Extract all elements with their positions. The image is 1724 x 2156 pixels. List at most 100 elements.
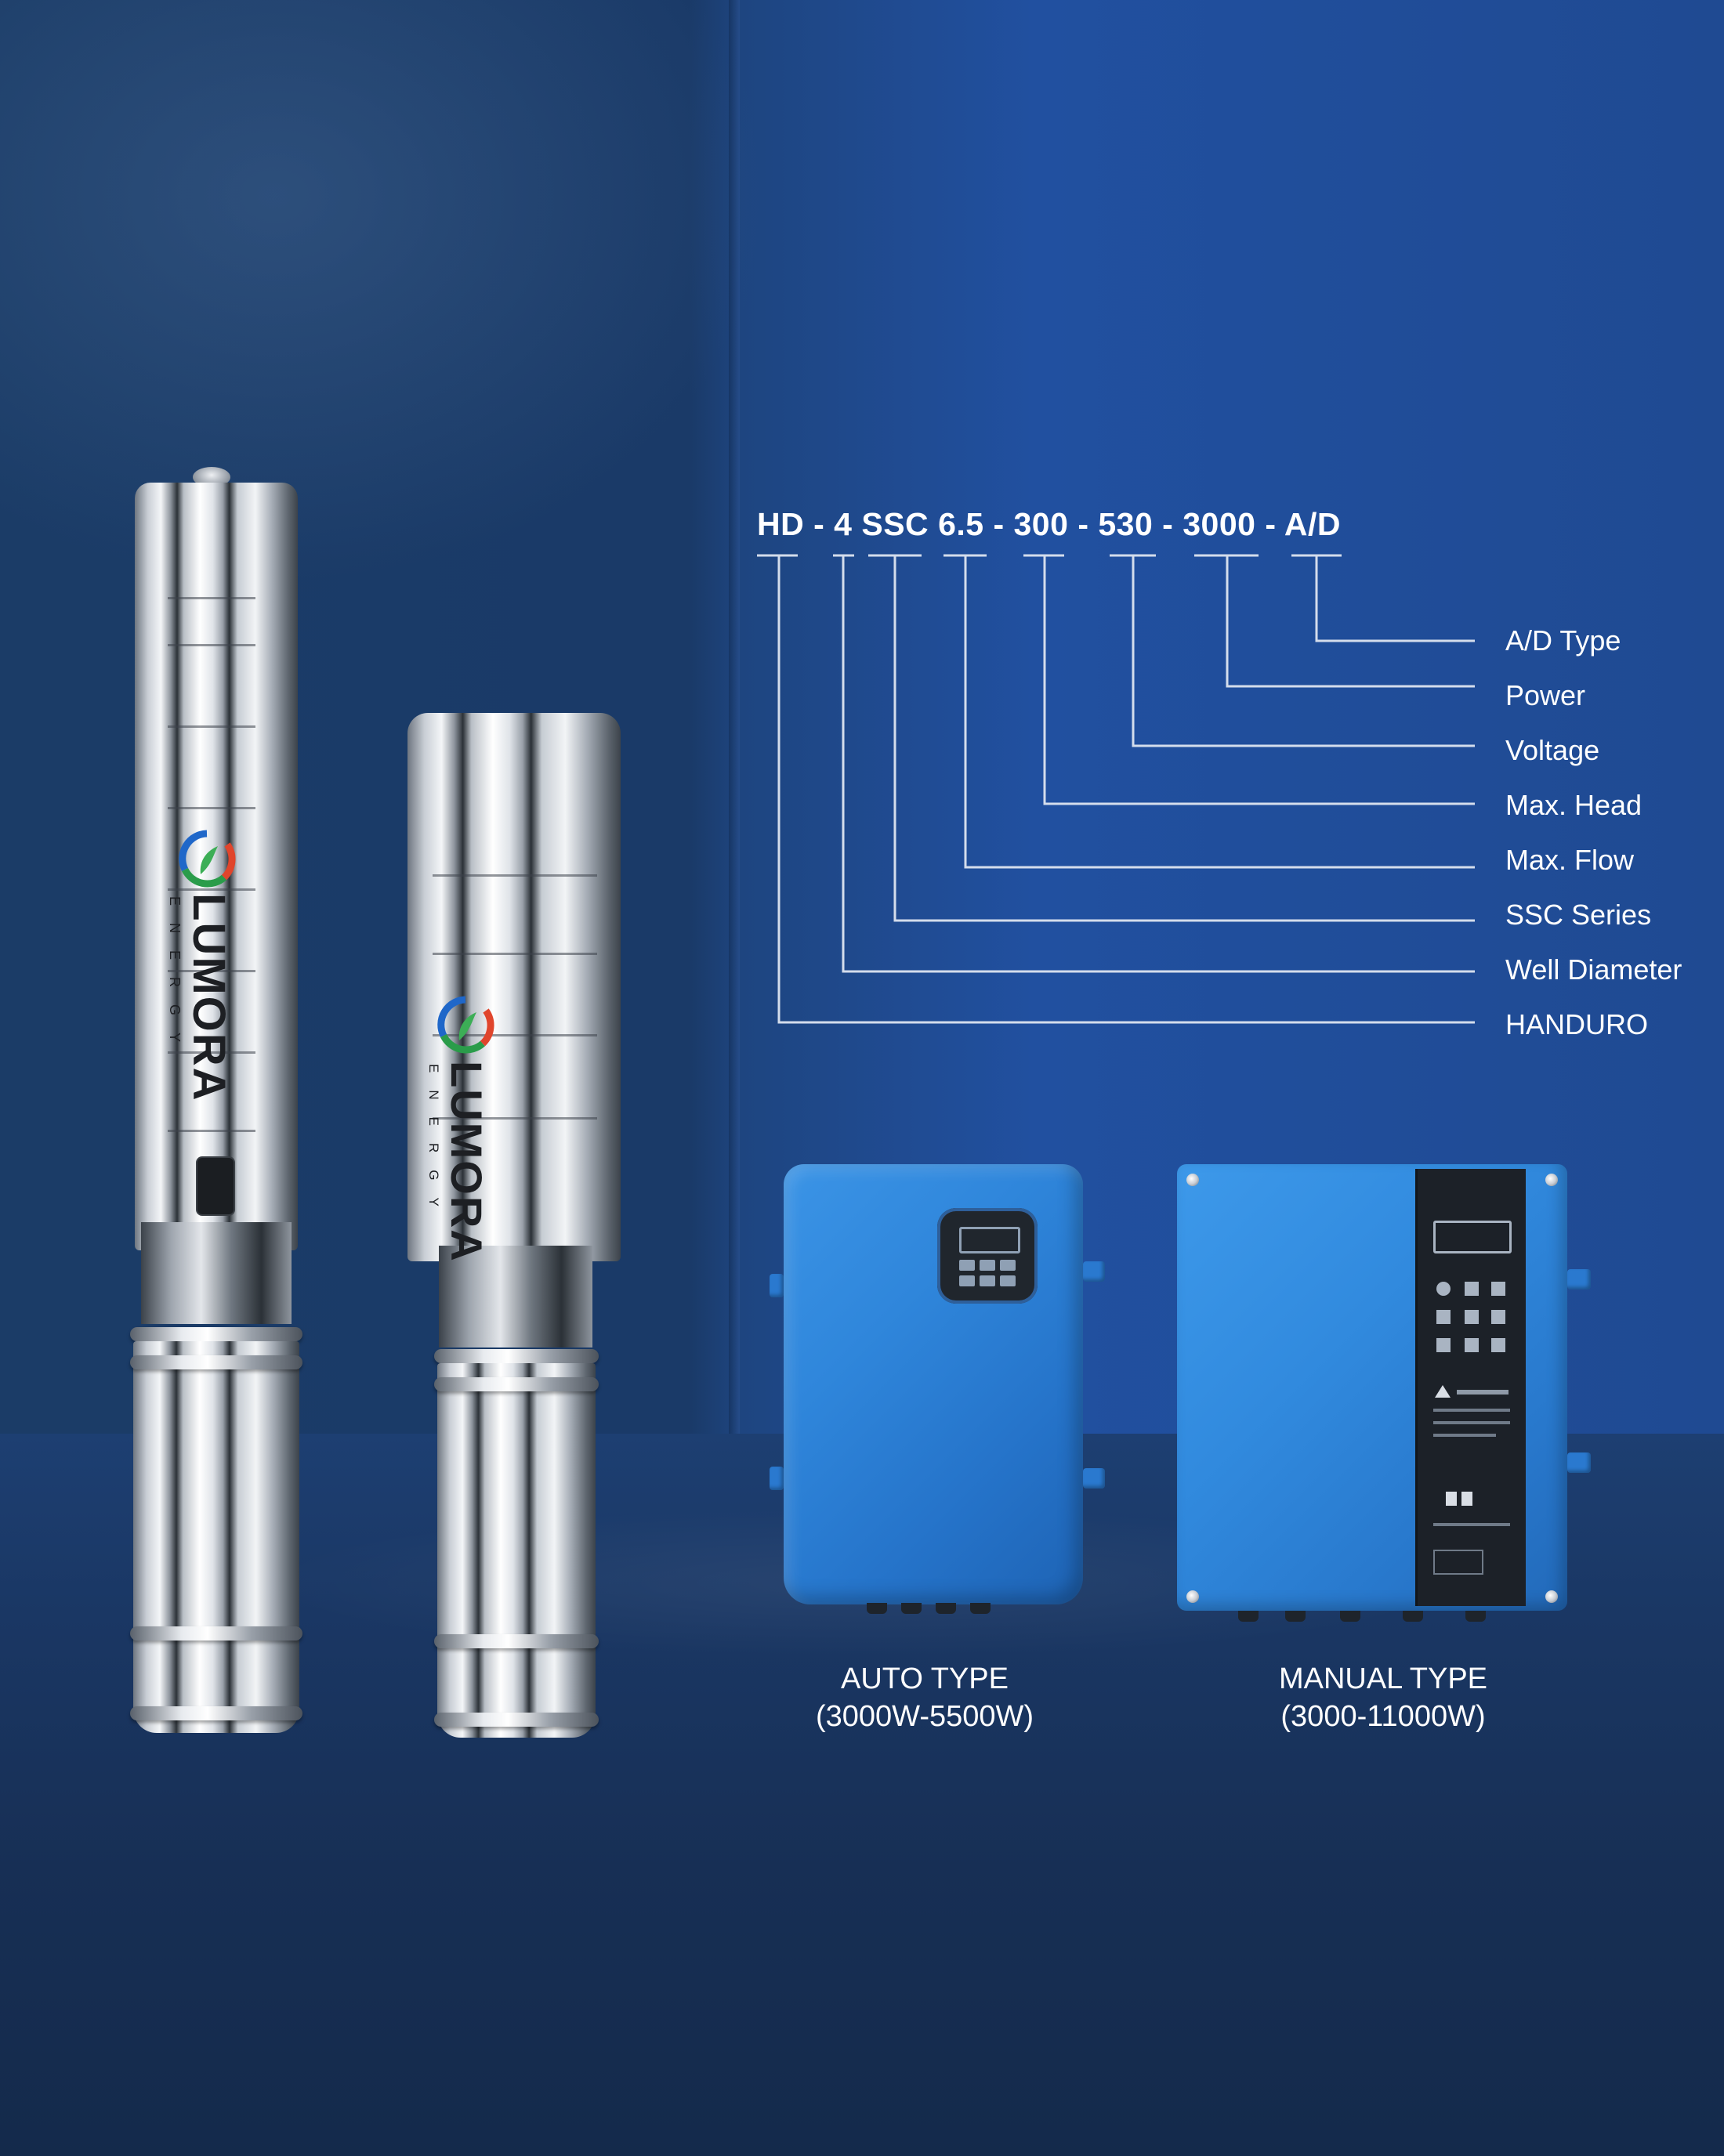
leader-brand xyxy=(777,555,1475,1024)
pump-small-pump-section xyxy=(437,1363,596,1738)
brand-name: LUMORA xyxy=(442,1061,491,1263)
mount-tab xyxy=(770,1467,784,1490)
manual-type-title: MANUAL TYPE xyxy=(1278,1662,1488,1695)
legend-brand: HANDURO xyxy=(1505,1008,1649,1040)
seam xyxy=(168,1130,255,1132)
auto-controller-body xyxy=(784,1164,1083,1604)
leader-series xyxy=(893,555,1475,922)
auto-type-title: AUTO TYPE xyxy=(841,1662,1009,1695)
code-dash: - xyxy=(1265,506,1284,542)
code-brand: HD xyxy=(757,506,814,542)
seam xyxy=(168,644,255,646)
pump-large-label-plate xyxy=(196,1156,235,1216)
screw xyxy=(1545,1590,1558,1603)
mount-tab xyxy=(1083,1468,1105,1489)
code-voltage: 530 xyxy=(1098,506,1163,542)
cable-gland xyxy=(1465,1611,1486,1622)
key xyxy=(980,1275,995,1286)
key xyxy=(1436,1282,1451,1296)
keypad-icon xyxy=(1436,1282,1507,1357)
code-flow: 6.5 xyxy=(938,506,994,542)
code-type: A/D xyxy=(1284,506,1341,542)
code-well-diameter: 4 xyxy=(834,506,862,542)
cable-gland xyxy=(1403,1611,1423,1622)
manual-type-caption: MANUAL TYPE (3000-11000W) xyxy=(1238,1661,1528,1735)
cable-gland xyxy=(1285,1611,1306,1622)
cable-gland xyxy=(1340,1611,1360,1622)
cable-gland xyxy=(936,1603,956,1614)
legend-well-diameter: Well Diameter xyxy=(1505,953,1682,986)
connector-lines xyxy=(757,554,1475,1024)
key xyxy=(1465,1282,1479,1296)
auto-type-range: (3000W-5500W) xyxy=(815,1699,1034,1733)
lumora-logo-icon xyxy=(437,996,494,1054)
key xyxy=(959,1260,975,1271)
terminal-block xyxy=(1461,1492,1472,1506)
pump-small-intake xyxy=(439,1246,592,1348)
key xyxy=(1491,1282,1505,1296)
model-code: HD - 4 SSC 6.5 - 300 - 530 - 3000 - A/D xyxy=(757,506,1341,543)
ring xyxy=(434,1349,599,1363)
connector-block xyxy=(1433,1550,1483,1575)
seam xyxy=(433,953,597,955)
cable-gland xyxy=(970,1603,991,1614)
seam xyxy=(433,1117,597,1120)
code-dash: - xyxy=(813,506,835,542)
warning-text-line xyxy=(1457,1390,1508,1395)
legend-series: SSC Series xyxy=(1505,899,1652,931)
brand-tagline: ENERGY xyxy=(426,1064,441,1224)
key xyxy=(1000,1260,1016,1271)
key xyxy=(1000,1275,1016,1286)
ring xyxy=(130,1706,302,1720)
leader-voltage xyxy=(1132,555,1475,747)
mount-tab xyxy=(1567,1452,1591,1473)
legend-power: Power xyxy=(1505,679,1586,711)
pump-small-brand: LUMORA ENERGY xyxy=(426,1061,492,1263)
key xyxy=(1465,1338,1479,1352)
leader-diameter xyxy=(842,555,1475,973)
seam xyxy=(168,970,255,972)
pump-large-pump-section xyxy=(133,1341,299,1733)
cable-gland xyxy=(867,1603,887,1614)
manual-control-strip xyxy=(1415,1169,1526,1606)
pump-large-intake xyxy=(141,1222,292,1324)
brand-name: LUMORA xyxy=(183,893,234,1102)
key xyxy=(1491,1310,1505,1324)
code-dash: - xyxy=(1078,506,1099,542)
seam xyxy=(433,874,597,877)
screw xyxy=(1186,1590,1199,1603)
ring xyxy=(434,1634,599,1648)
screw xyxy=(1186,1174,1199,1186)
ring xyxy=(130,1626,302,1641)
text-line xyxy=(1433,1523,1510,1526)
key xyxy=(1491,1338,1505,1352)
key xyxy=(980,1260,995,1271)
code-dash: - xyxy=(993,506,1014,542)
cable-gland xyxy=(1238,1611,1259,1622)
seam xyxy=(168,807,255,809)
ring xyxy=(130,1327,302,1341)
seam xyxy=(168,1051,255,1054)
key xyxy=(1465,1310,1479,1324)
seam xyxy=(433,1034,597,1036)
mount-tab xyxy=(1083,1261,1105,1282)
background-panel-edge xyxy=(729,0,740,1465)
lcd-screen xyxy=(1433,1221,1512,1253)
key xyxy=(1436,1338,1451,1352)
code-head: 300 xyxy=(1013,506,1078,542)
legend-type: A/D Type xyxy=(1505,624,1621,657)
auto-type-caption: AUTO TYPE (3000W-5500W) xyxy=(791,1661,1058,1735)
pump-small-motor xyxy=(407,713,621,1261)
cable-gland xyxy=(901,1603,922,1614)
ring xyxy=(434,1377,599,1391)
ring xyxy=(434,1713,599,1727)
manual-type-range: (3000-11000W) xyxy=(1280,1699,1486,1733)
seam xyxy=(168,725,255,728)
text-line xyxy=(1433,1421,1510,1424)
leader-flow xyxy=(964,555,1475,869)
pump-large-motor xyxy=(135,483,298,1250)
text-line xyxy=(1433,1409,1510,1412)
keypad-icon xyxy=(959,1260,1016,1288)
pump-large-brand: LUMORA ENERGY xyxy=(166,893,235,1102)
lumora-logo-icon xyxy=(179,830,236,888)
